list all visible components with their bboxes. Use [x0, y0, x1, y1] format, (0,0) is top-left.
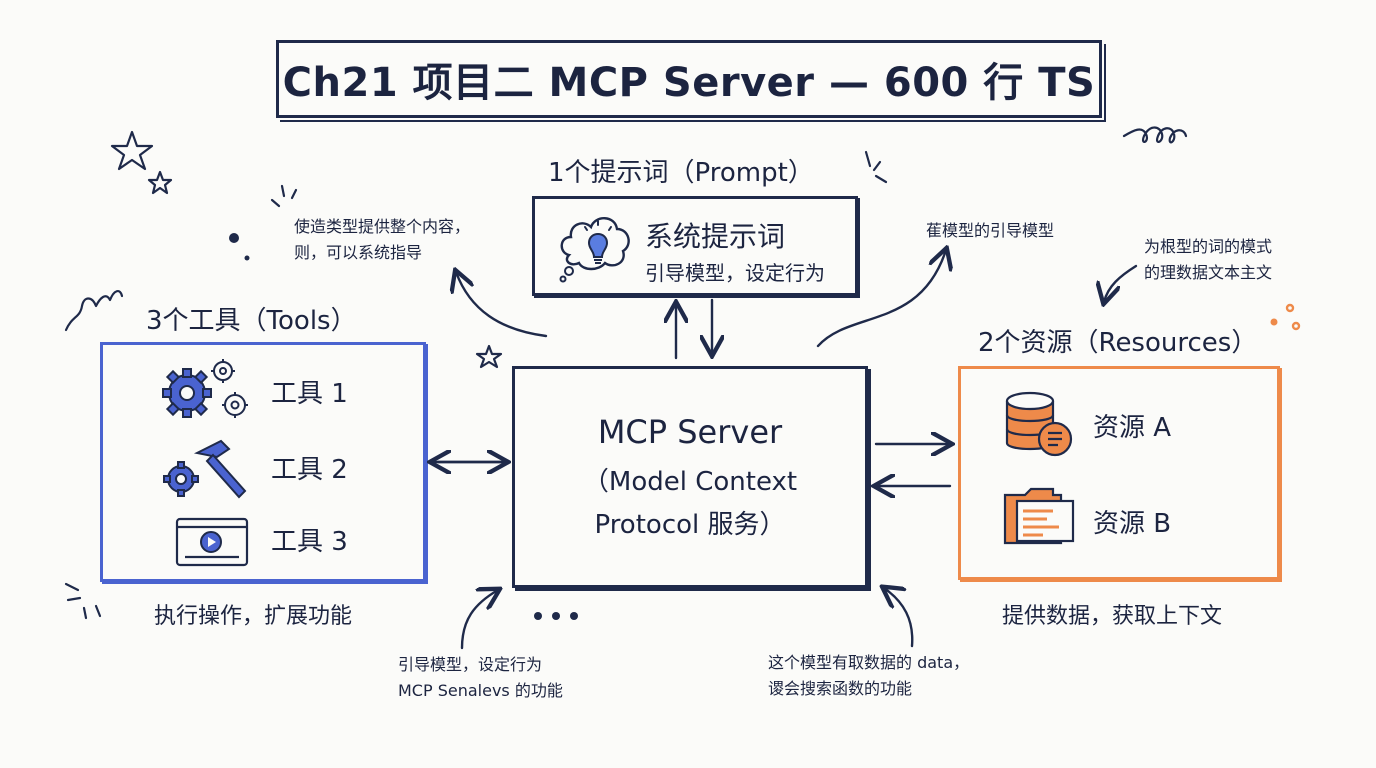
dot-doodle-2 — [552, 612, 560, 620]
note-top-left-line1: 使造类型提供整个内容， — [294, 217, 471, 236]
note-top-right: 萑模型的引导模型 — [926, 221, 1055, 240]
database-document-icon — [1005, 391, 1073, 457]
note-top-left-line2: 则，可以系统指导 — [294, 243, 423, 262]
server-subtitle-line1: （Model Context — [582, 467, 798, 497]
video-player-icon — [175, 517, 249, 567]
dot-doodle-1 — [534, 612, 542, 620]
resource-item-b-label: 资源 B — [1093, 509, 1172, 539]
arrow-note-bottom-left — [460, 590, 498, 650]
sparkle-doodle-bottom-left — [64, 582, 102, 620]
server-subtitle-line2: Protocol 服务） — [594, 510, 786, 540]
tool-item-3-label: 工具 3 — [271, 527, 348, 557]
gear-hammer-icon — [163, 439, 247, 499]
tools-box: 工具 1 工具 2 工具 3 — [100, 342, 426, 582]
dot-doodle-small — [244, 255, 250, 261]
star-doodle-large — [110, 130, 154, 171]
squiggle-doodle — [64, 290, 124, 332]
prompt-heading: 1个提示词（Prompt） — [548, 158, 814, 188]
resources-heading: 2个资源（Resources） — [978, 328, 1258, 358]
mcp-server-box: MCP Server （Model Context Protocol 服务） — [512, 366, 868, 588]
tool-item-1-label: 工具 1 — [271, 379, 348, 409]
orange-dot-doodle-3 — [1270, 318, 1278, 326]
note-far-right-line2: 的理数据文本主文 — [1144, 263, 1273, 282]
gears-icon — [162, 359, 248, 418]
arrow-note-bottom-right — [884, 588, 914, 648]
folder-document-icon — [1003, 487, 1075, 545]
note-far-right-line1: 为根型的词的模式 — [1144, 237, 1273, 256]
note-bottom-left-line1: 引导模型，设定行为 — [398, 655, 543, 674]
swirl-doodle — [1122, 126, 1188, 144]
dot-doodle — [229, 233, 239, 243]
dot-doodle-3 — [570, 612, 578, 620]
resources-box: 资源 A 资源 B — [958, 366, 1280, 580]
prompt-box-subtitle: 引导模型，设定行为 — [645, 261, 825, 285]
sparkle-doodle-top-left — [270, 184, 298, 208]
prompt-box-title: 系统提示词 — [645, 220, 786, 253]
tools-caption: 执行操作，扩展功能 — [154, 604, 353, 629]
arrow-note-top-right — [816, 250, 946, 348]
orange-dot-doodle-1 — [1285, 303, 1295, 313]
sparkle-doodle-prompt — [864, 150, 888, 184]
star-doodle-mid — [475, 344, 503, 369]
tool-item-2-label: 工具 2 — [271, 455, 348, 485]
resources-caption: 提供数据，获取上下文 — [1002, 604, 1223, 629]
note-bottom-left-line2: MCP Senalevs 的功能 — [398, 681, 563, 700]
note-bottom-right-line1: 这个模型有取数据的 data， — [768, 653, 970, 672]
note-bottom-right-line2: 谡会搜索函数的功能 — [768, 679, 913, 698]
arrow-note-far-right — [1104, 264, 1138, 302]
arrow-note-top-left — [456, 272, 548, 338]
diagram-title: Ch21 项目二 MCP Server — 600 行 TS — [276, 40, 1102, 118]
lightbulb-cloud-icon — [559, 217, 630, 283]
star-doodle-small — [147, 170, 173, 195]
orange-dot-doodle-2 — [1291, 321, 1301, 331]
tools-heading: 3个工具（Tools） — [146, 306, 357, 336]
server-title: MCP Server — [597, 413, 783, 451]
resource-item-a-label: 资源 A — [1093, 413, 1172, 443]
prompt-box: 系统提示词 引导模型，设定行为 — [532, 196, 858, 296]
